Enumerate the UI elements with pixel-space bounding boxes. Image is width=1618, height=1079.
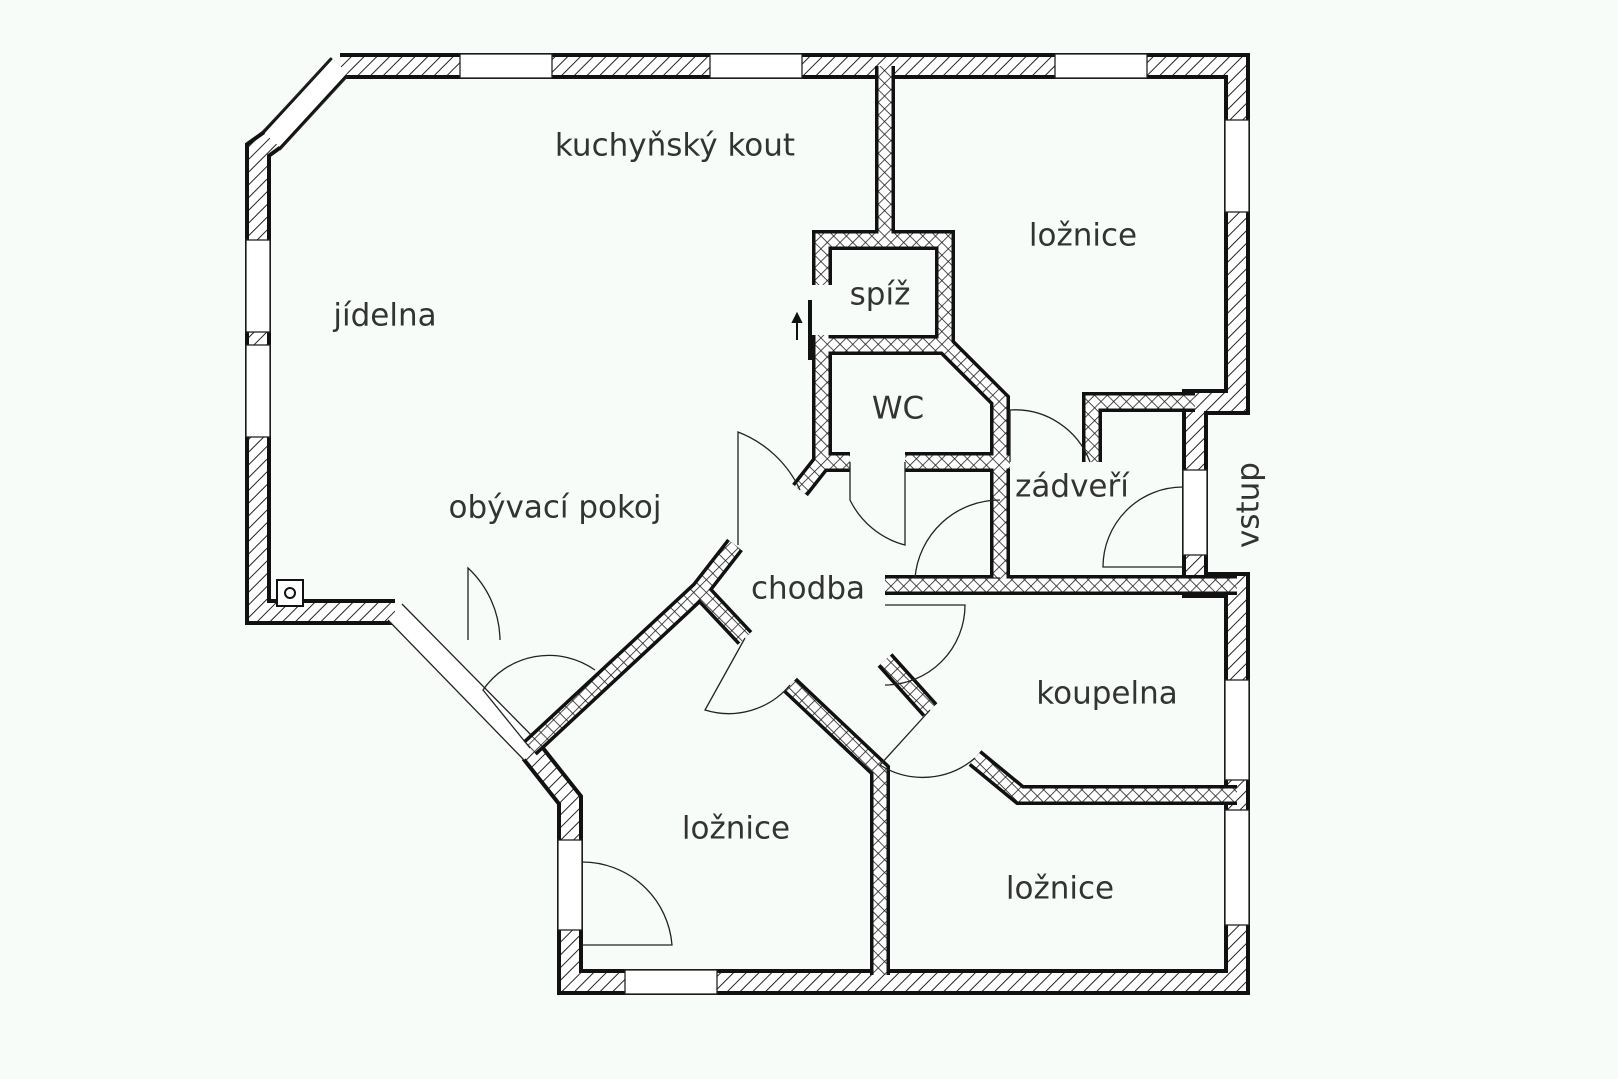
door-swing	[482, 654, 596, 749]
door-swing	[581, 861, 673, 946]
label-entrance: vstup	[1231, 462, 1267, 548]
window	[264, 59, 348, 147]
label-wc: WC	[872, 391, 924, 427]
label-bedroom-ne: ložnice	[1029, 218, 1137, 254]
label-bedroom-sw: ložnice	[682, 811, 790, 847]
label-bedroom-se: ložnice	[1006, 871, 1114, 907]
chimney-icon	[276, 579, 304, 607]
window	[557, 839, 583, 931]
label-vestibule: zádveří	[1015, 469, 1130, 505]
door-swing	[878, 709, 976, 779]
label-hall: chodba	[751, 571, 865, 607]
interior-walls	[523, 66, 1237, 975]
door-swing	[467, 566, 501, 641]
door-swing	[849, 462, 906, 546]
window	[459, 53, 553, 79]
door-swing	[704, 637, 791, 715]
label-living-room: obývací pokoj	[449, 490, 662, 526]
label-bathroom: koupelna	[1036, 676, 1177, 712]
window	[245, 344, 271, 438]
windows	[245, 53, 1250, 995]
door-swing	[914, 499, 1001, 579]
window	[709, 53, 803, 79]
door-swing	[1009, 409, 1091, 463]
living-room-glazed-wall	[387, 604, 540, 760]
label-dining: jídelna	[332, 298, 436, 334]
window	[1224, 119, 1250, 213]
door-swing	[884, 604, 966, 686]
label-pantry: spíž	[850, 277, 911, 313]
door-swing	[737, 431, 801, 545]
doors	[276, 300, 1184, 946]
window	[1224, 809, 1250, 926]
chimney-flue	[284, 587, 296, 599]
window	[1054, 53, 1148, 79]
window	[245, 239, 271, 333]
window	[624, 969, 718, 995]
arrow-up-icon	[791, 311, 803, 340]
entrance-door-opening	[1182, 469, 1208, 556]
door-swing	[1102, 486, 1184, 568]
label-kitchen: kuchyňský kout	[555, 128, 795, 164]
window	[1224, 679, 1250, 781]
room-labels: kuchyňský kout ložnice jídelna spíž WC z…	[332, 128, 1266, 907]
